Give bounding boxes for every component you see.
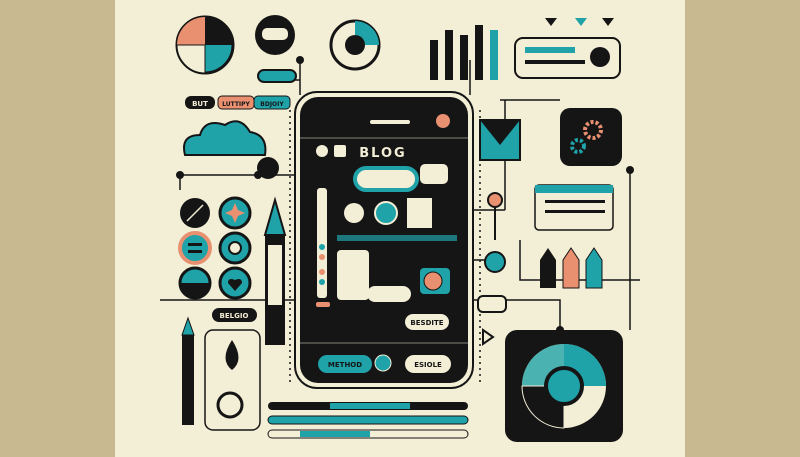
svg-text:BESDITE: BESDITE	[410, 319, 443, 327]
envelope-icon	[479, 119, 521, 161]
drop-card	[204, 329, 261, 431]
tag-bdjoiy: BDJOIY	[260, 101, 284, 108]
dots-pill[interactable]	[367, 286, 411, 302]
esiole-button[interactable]	[405, 355, 451, 373]
star-icon	[218, 196, 252, 230]
method-button[interactable]	[318, 355, 372, 373]
toggle-knob	[257, 157, 279, 179]
svg-text:METHOD: METHOD	[328, 361, 362, 369]
target-icon	[218, 231, 252, 265]
close-icon[interactable]	[316, 145, 328, 157]
bar-chart-icon	[430, 25, 498, 80]
link-icon	[178, 266, 212, 300]
tag-belgio: BELGIO	[220, 312, 249, 320]
play-icon[interactable]	[482, 328, 495, 346]
cloud-icon	[183, 120, 267, 156]
chat-bubble-icon	[420, 164, 448, 184]
location-icon	[344, 203, 364, 223]
tag-but: BUT	[192, 100, 208, 108]
menu-icon	[178, 231, 212, 265]
tag-row: BUT LUTTIPY BDJOIY	[185, 95, 291, 110]
slash-icon	[180, 198, 210, 228]
pen-icon	[181, 196, 287, 425]
record-icon	[374, 201, 398, 225]
search-pill[interactable]	[353, 166, 419, 192]
donut-chart-icon	[329, 19, 381, 71]
donut-chart-card	[505, 330, 623, 442]
tag-luttipy: LUTTIPY	[222, 101, 250, 108]
camera-icon	[436, 114, 450, 128]
besdite-button[interactable]	[405, 314, 449, 330]
pencil-card	[534, 184, 614, 289]
svg-text:ESIOLE: ESIOLE	[414, 361, 442, 369]
gear-icon	[560, 108, 622, 166]
pie-chart-icon	[175, 15, 235, 75]
phone: BLOG BESDITE METHOD ESIOLE	[294, 91, 474, 389]
heart-icon	[218, 266, 252, 300]
game-icon	[407, 198, 432, 228]
close-box-icon[interactable]	[334, 145, 346, 157]
home-button[interactable]	[374, 354, 392, 372]
flower-icon	[484, 192, 506, 273]
bottom-pens	[267, 402, 469, 439]
icon-grid	[178, 196, 252, 300]
bookmark-icons	[545, 18, 614, 26]
slider-panel[interactable]	[514, 37, 621, 79]
chat-bubble-icon	[255, 15, 297, 83]
chat-bubble-icon	[477, 295, 507, 313]
list-card	[337, 250, 369, 300]
app-title: BLOG	[359, 146, 406, 161]
